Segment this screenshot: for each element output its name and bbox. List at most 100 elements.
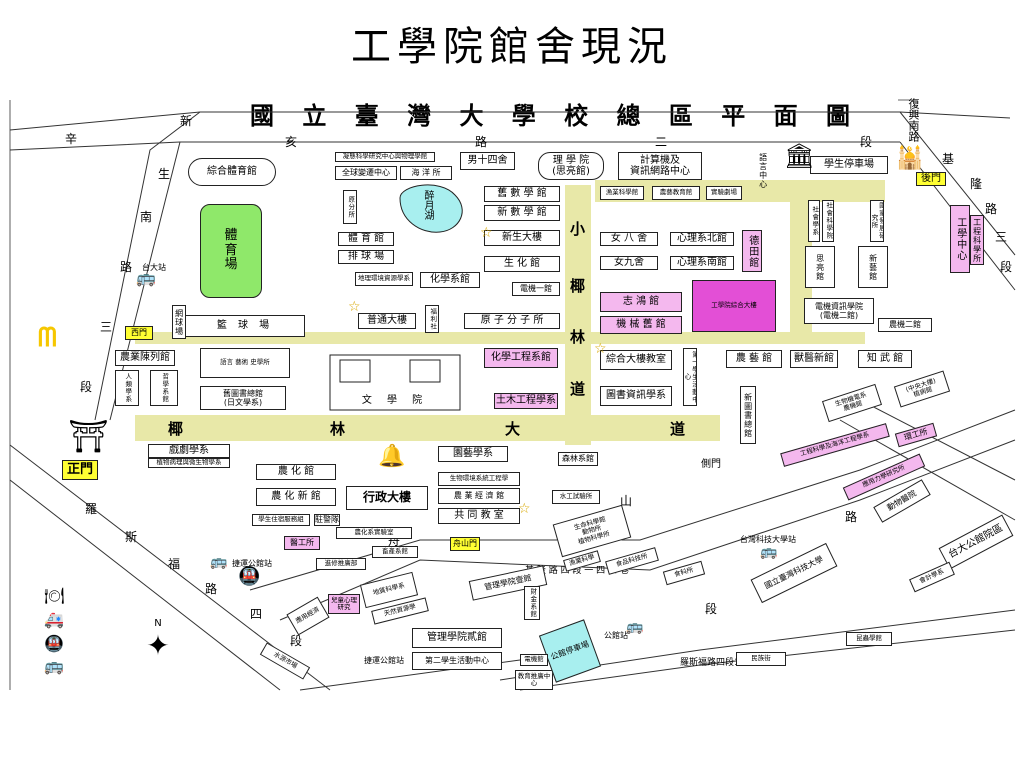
building-biomech[interactable]: 生物環境系統工程學 — [438, 472, 520, 486]
building-old-library[interactable]: 舊圖書總館 (日文學系) — [200, 386, 286, 410]
building-agri-exhibit[interactable]: 農業陳列館 — [115, 350, 175, 366]
building-elec1[interactable]: 電機一館 — [512, 282, 560, 296]
building-agronomy[interactable]: 農 藝 館 — [726, 350, 782, 368]
building-agri-chem-lab[interactable]: 農化系實驗室 — [336, 527, 412, 539]
building-agri-chem-new[interactable]: 農 化 新 館 — [256, 488, 336, 506]
building-volleyball[interactable]: 排 球 場 — [338, 250, 394, 264]
building-plant-path[interactable]: 植物病理與微生物學系 — [148, 458, 230, 468]
building-agri-chem[interactable]: 農 化 館 — [256, 464, 336, 480]
side-gate[interactable]: 側門 — [701, 459, 721, 471]
building-student2[interactable]: 第二學生活動中心 — [412, 652, 502, 670]
building-eng-complex[interactable]: 工學院綜合大樓 — [692, 280, 776, 332]
gym-field-char: 場 — [224, 257, 238, 273]
building-sports-center[interactable]: 教育推廣中心 — [515, 670, 553, 690]
building-girls8[interactable]: 女 八 舍 — [600, 232, 658, 246]
building-lang[interactable]: 語言中心 — [758, 153, 768, 189]
building-delicate[interactable]: 德田館 — [742, 230, 762, 272]
yelin-label: 林 — [570, 328, 586, 346]
building-admin[interactable]: 行政大樓 — [346, 486, 428, 510]
building-cc[interactable]: 計算機及 資訊網路中心 — [618, 152, 702, 180]
building-bio[interactable]: 生 化 館 — [484, 256, 560, 272]
gym-field[interactable]: 體 育 場 — [200, 204, 262, 298]
building-new-life[interactable]: 新生大樓 — [484, 230, 560, 246]
building-atom[interactable]: 原 子 分 子 所 — [464, 313, 560, 329]
building-stock[interactable]: 畜產系館 — [372, 546, 418, 558]
building-boys14[interactable]: 男十四舍 — [460, 152, 515, 170]
building-mgmt2[interactable]: 管理學院貳館 — [412, 628, 502, 648]
building-fisheries[interactable]: 農藝教育館 — [652, 186, 700, 200]
net-field[interactable]: 網球場 — [172, 305, 186, 339]
building-science[interactable]: 理 學 院 (思亮館) — [538, 152, 604, 180]
map-title-char: 大 — [459, 101, 484, 130]
building-psych-south[interactable]: 心理系南館 — [670, 256, 734, 270]
building-gym-hall[interactable]: 體 育 館 — [338, 232, 394, 246]
building-police[interactable]: 駐警隊 — [314, 514, 340, 526]
building-common-class[interactable]: 共 同 教 室 — [438, 508, 520, 524]
building-new-library[interactable]: 新圖書總館 — [740, 386, 756, 444]
star-icon: ☆ — [518, 501, 531, 517]
building-drama[interactable]: 實驗劇場 — [706, 186, 742, 200]
building-drama-dept[interactable]: 戲劇學系 — [148, 444, 230, 458]
building-zongheti[interactable]: 綜合體育館 — [188, 158, 276, 186]
building-welfare[interactable]: 福利社 — [425, 305, 439, 333]
building-ocean[interactable]: 海 洋 所 — [400, 166, 452, 180]
building-chem[interactable]: 化學系館 — [420, 272, 480, 288]
building-drama-h[interactable]: 哲學系館 — [150, 370, 178, 406]
building-vet[interactable]: 獸醫新館 — [790, 350, 838, 368]
building-lab-hall[interactable]: 漁業科學館 — [600, 186, 644, 200]
building-new-math[interactable]: 新 數 學 館 — [484, 205, 560, 221]
road-label: 新 — [180, 114, 193, 128]
building-elec-zone[interactable]: 電機館 — [520, 654, 548, 666]
road-label: 斯 — [125, 530, 138, 544]
building-elec2[interactable]: 農機二館 — [878, 318, 932, 332]
building-chem-eng[interactable]: 化學工程系館 — [484, 348, 558, 368]
building-girls9[interactable]: 女九舍 — [600, 256, 658, 270]
building-chem-inst[interactable]: 原分所 — [343, 190, 357, 224]
zhoushan-gate[interactable]: 舟山門 — [450, 537, 480, 551]
building-num-road[interactable]: 民族街 — [736, 652, 786, 666]
building-eng-center[interactable]: 工學中心 — [950, 205, 970, 273]
building-lang-arts[interactable]: 語言 藝術 史學所 — [200, 348, 290, 378]
building-shoulin[interactable]: 思亮館 — [805, 246, 835, 288]
building-comp[interactable]: 綜合大樓教室 — [600, 350, 672, 370]
building-health[interactable]: 醫工所 — [284, 536, 320, 550]
building-dome-icon: 🏛 — [784, 142, 815, 170]
building-eng-science[interactable]: 工程科學所 — [970, 215, 984, 265]
building-sociology-inst[interactable]: 社會科學院 — [822, 200, 834, 242]
road-label: 生 — [158, 167, 171, 181]
yelin-label: 椰 — [570, 277, 586, 295]
building-ee-cs[interactable]: 電機資訊學院 (電機二館) — [804, 298, 874, 324]
building-cond-center[interactable]: 凝態科學研究中心與物理學館 — [335, 152, 435, 162]
building-law-inst[interactable]: 國家發展研究所 — [870, 200, 884, 242]
building-agri-econ[interactable]: 農 業 經 濟 館 — [438, 488, 520, 504]
building-psych-north[interactable]: 心理系北館 — [670, 232, 734, 246]
building-forest[interactable]: 森林系館 — [558, 452, 598, 466]
building-ntulib[interactable]: 圖書資訊學系 — [600, 386, 672, 406]
main-gate[interactable]: 正門 — [62, 460, 98, 480]
west-gate[interactable]: 西門 — [125, 326, 153, 340]
building-kelin[interactable]: 新藝館 — [858, 246, 888, 288]
building-social[interactable]: 社會學系 — [808, 200, 820, 242]
building-humanity[interactable]: 人類學系 — [115, 370, 139, 406]
building-zhihong[interactable]: 志 鴻 館 — [600, 292, 682, 312]
building-student-center[interactable]: 第一學生活動中心 — [683, 348, 697, 406]
building-civil[interactable]: 土木工程學系 — [494, 393, 558, 409]
building-old-math[interactable]: 舊 數 學 館 — [484, 186, 560, 202]
building-extension[interactable]: 進修推廣部 — [316, 558, 366, 570]
building-geo[interactable]: 地理環境資源學系 — [355, 272, 413, 286]
building-env-center[interactable]: 全球變遷中心 — [335, 166, 397, 180]
building-gen[interactable]: 普通大樓 — [358, 313, 416, 329]
building-mech-old[interactable]: 機 械 舊 館 — [600, 316, 682, 334]
building-hort[interactable]: 園藝學系 — [438, 446, 508, 462]
building-keyan[interactable]: 昆蟲學館 — [846, 632, 892, 646]
road-label: 亥 — [285, 135, 298, 149]
building-literature[interactable]: 文 學 院 — [361, 395, 429, 407]
basketball-court[interactable]: 籃 球 場 — [185, 315, 305, 337]
building-zhiwu[interactable]: 知 武 館 — [858, 350, 912, 368]
building-stats[interactable]: 財金系館 — [524, 586, 540, 620]
building-psych2[interactable]: 兒童心理研究 — [328, 594, 360, 614]
back-gate[interactable]: 後門 — [916, 172, 946, 186]
building-student-parking[interactable]: 學生停車場 — [810, 156, 888, 174]
building-water[interactable]: 水工試驗所 — [552, 490, 600, 504]
building-students-service[interactable]: 學生住宿服務組 — [252, 514, 310, 526]
